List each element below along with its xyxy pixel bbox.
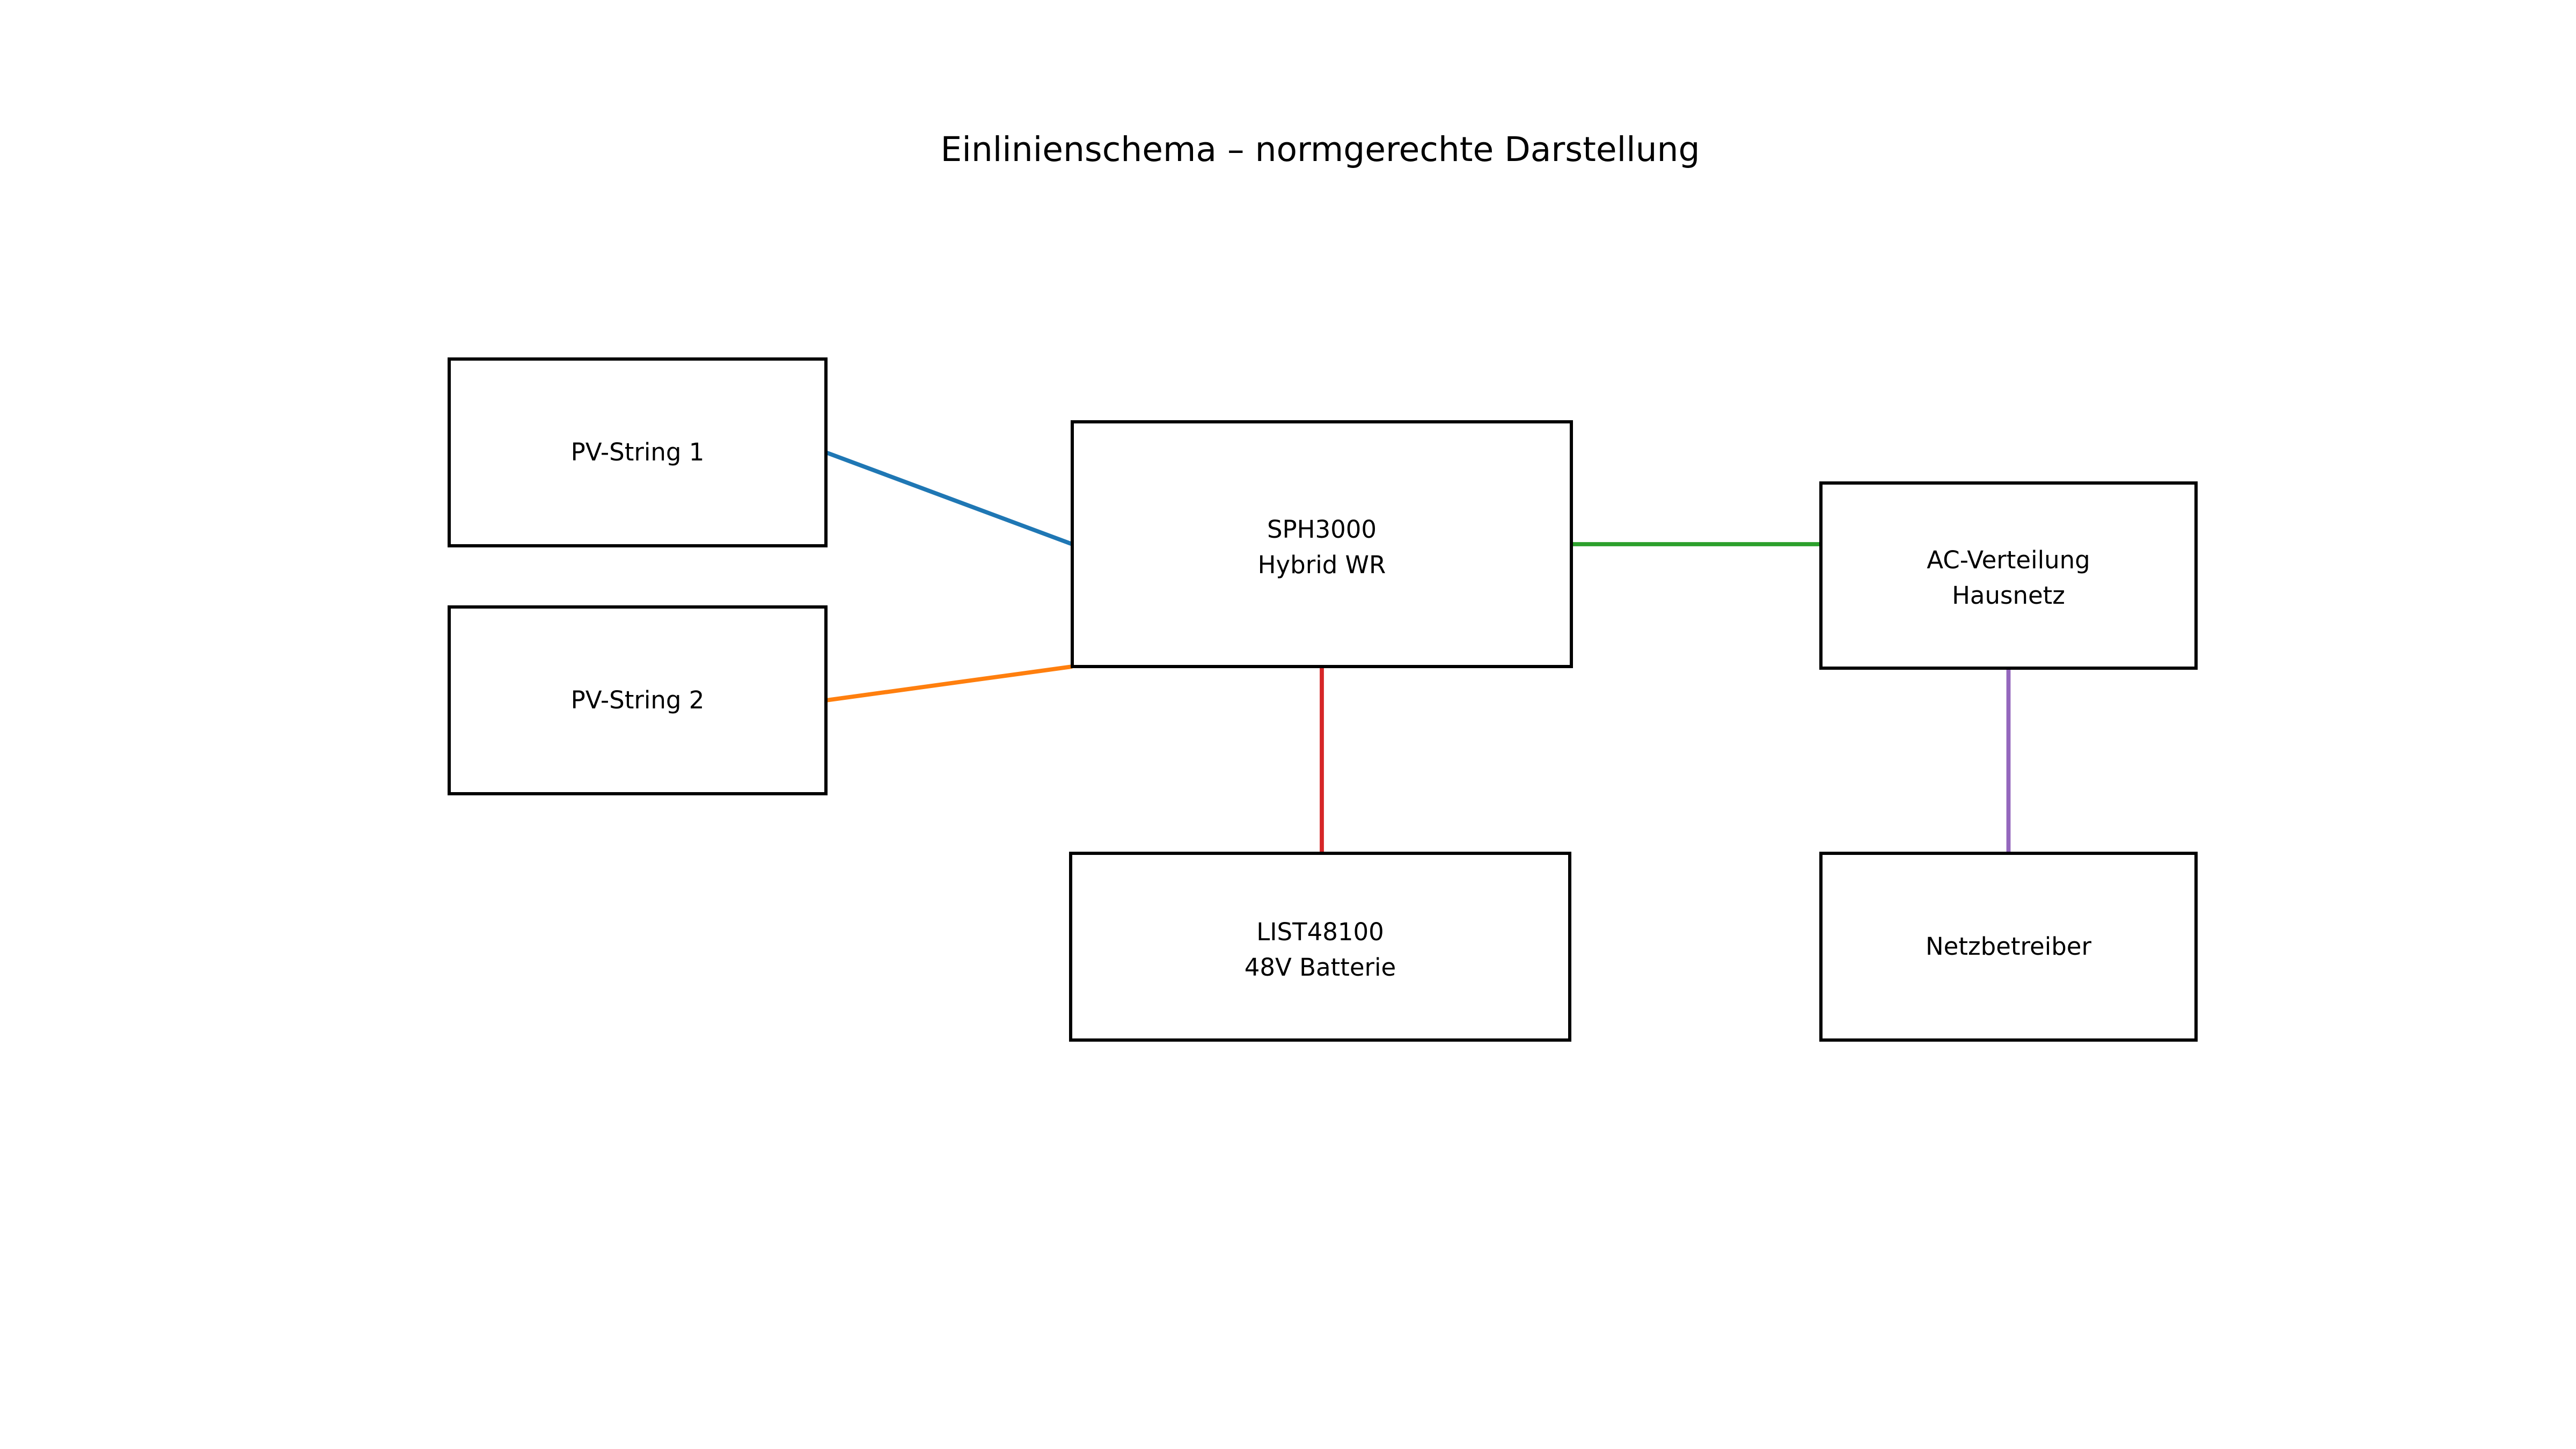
connection-pv2-to-inverter-line: [825, 664, 1073, 702]
hybrid-inverter-label-line2: Hybrid WR: [1258, 551, 1386, 579]
diagram-title: Einlinienschema – normgerechte Darstellu…: [941, 130, 1700, 169]
ac-distribution-box: [1819, 481, 2198, 670]
connection-pv1-to-inverter-line: [825, 450, 1073, 546]
grid-operator-box: [1819, 852, 2198, 1042]
battery-label-line1: LIST48100: [1256, 918, 1384, 946]
hybrid-inverter-label-line1: SPH3000: [1267, 515, 1377, 544]
pv-string-1-box: [448, 357, 828, 547]
pv-string-2-label: PV-String 2: [571, 686, 705, 714]
ac-distribution-label-line1: AC-Verteilung: [1927, 546, 2090, 574]
hybrid-inverter-box: [1071, 420, 1573, 668]
pv-string-1-label: PV-String 1: [571, 438, 705, 466]
pv-string-2-box: [448, 605, 828, 795]
ac-distribution-label-line2: Hausnetz: [1952, 581, 2065, 610]
battery-label-line2: 48V Batterie: [1245, 953, 1396, 982]
battery-box: [1069, 852, 1571, 1042]
grid-operator-label: Netzbetreiber: [1926, 932, 2091, 961]
